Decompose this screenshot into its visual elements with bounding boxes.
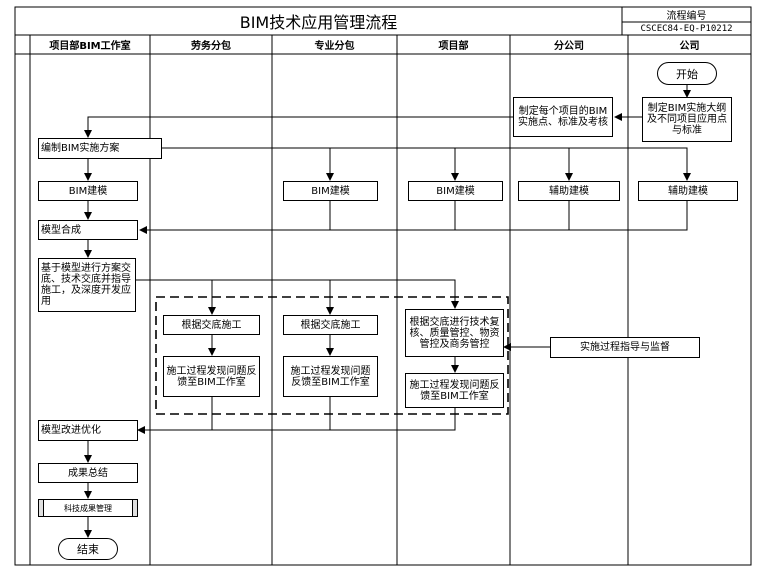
lane-header-branch: 分公司 xyxy=(554,41,584,52)
model-optimize-node: 模型改进优化 xyxy=(38,420,138,441)
branch-plan-node: 制定每个项目的BIM实施点、标准及考核 xyxy=(513,97,613,137)
bim-model-project-node: BIM建模 xyxy=(408,181,503,201)
sub-feedback-node: 施工过程发现问题反馈至BIM工作室 xyxy=(283,356,378,397)
tech-management-node: 科技成果管理 xyxy=(38,499,138,517)
compile-plan-node: 编制BIM实施方案 xyxy=(38,138,162,159)
labor-feedback-node: 施工过程发现问题反馈至BIM工作室 xyxy=(163,356,260,397)
lane-header-subcontract: 专业分包 xyxy=(314,41,355,52)
model-merge-node: 模型合成 xyxy=(38,220,138,240)
sub-construct-node: 根据交底施工 xyxy=(283,315,378,335)
bim-model-studio-node: BIM建模 xyxy=(38,181,138,201)
company-plan-node: 制定BIM实施大纲及不同项目应用点与标准 xyxy=(642,97,732,142)
summary-node: 成果总结 xyxy=(38,463,138,483)
aux-model-branch-node: 辅助建模 xyxy=(518,181,620,201)
lane-header-project: 项目部 xyxy=(438,41,469,52)
start-node: 开始 xyxy=(657,62,717,85)
model-disclosure-node: 基于模型进行方案交底、技术交底并指导施工，及深度开发应用 xyxy=(38,258,136,312)
lane-header-bim-studio: 项目部BIM工作室 xyxy=(49,41,131,52)
tech-management-label: 科技成果管理 xyxy=(43,500,133,516)
bim-model-sub-node: BIM建模 xyxy=(283,181,378,201)
project-feedback-node: 施工过程发现问题反馈至BIM工作室 xyxy=(405,373,504,408)
process-code-value: CSCEC84-EQ-P10212 xyxy=(640,23,733,34)
lane-header-labor: 劳务分包 xyxy=(191,41,231,52)
supervise-node: 实施过程指导与监督 xyxy=(550,337,700,358)
end-node: 结束 xyxy=(58,538,118,560)
process-code-label: 流程编号 xyxy=(666,11,707,22)
labor-construct-node: 根据交底施工 xyxy=(163,315,260,335)
aux-model-company-node: 辅助建模 xyxy=(638,181,738,201)
project-review-node: 根据交底进行技术复核、质量管控、物资管控及商务管控 xyxy=(405,309,504,357)
page-title: BIM技术应用管理流程 xyxy=(239,13,398,32)
lane-header-company: 公司 xyxy=(679,41,700,52)
